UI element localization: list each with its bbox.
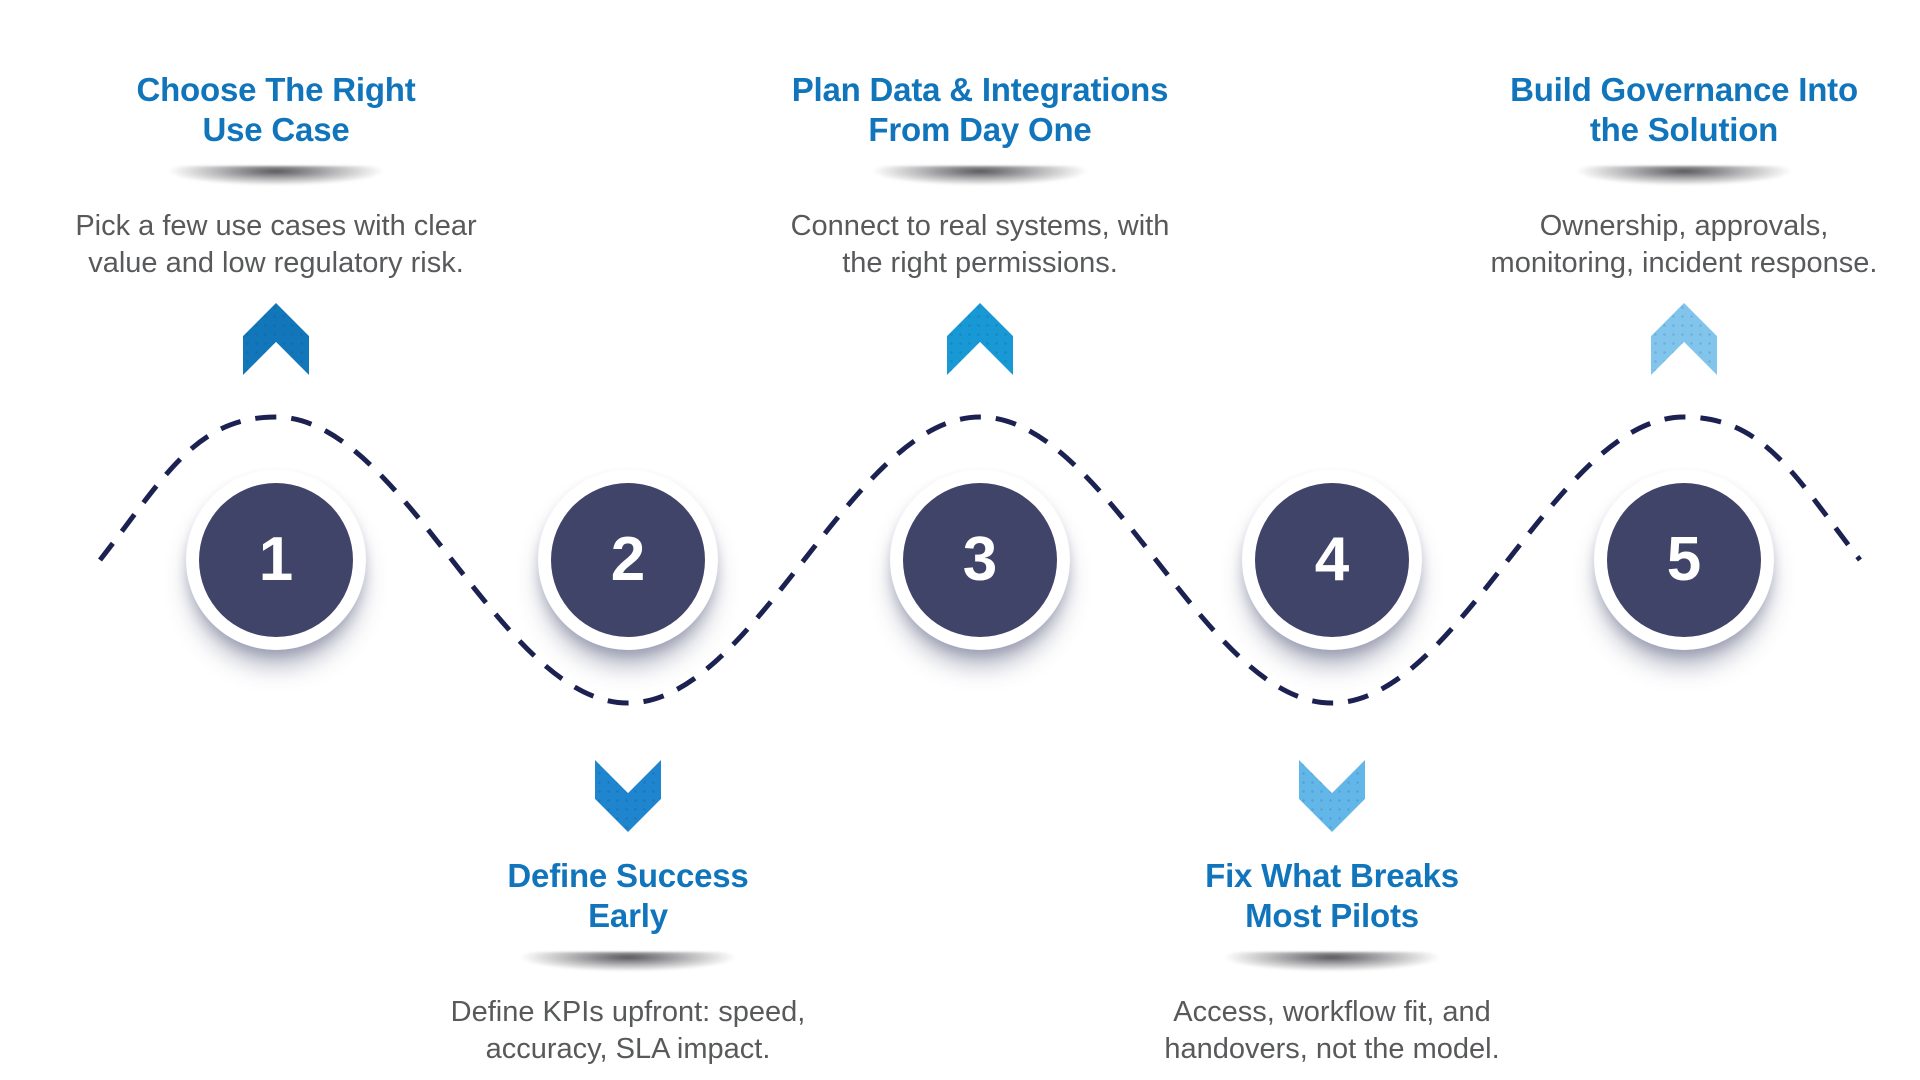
- divider-shadow: [473, 952, 783, 976]
- step-4-number: 4: [1314, 525, 1350, 594]
- step-5-title: Build Governance Into the Solution: [1444, 70, 1920, 150]
- step-4-description: Access, workflow fit, and handovers, not…: [1092, 994, 1572, 1068]
- step-5-desc-line: Ownership, approvals,: [1539, 210, 1829, 242]
- step-3-desc-line: Connect to real systems, with: [790, 210, 1170, 242]
- step-1-title-line: Choose The Right: [136, 71, 416, 108]
- step-5-description: Ownership, approvals, monitoring, incide…: [1444, 208, 1920, 282]
- step-2-number: 2: [610, 525, 646, 594]
- step-5-title-line: the Solution: [1589, 111, 1779, 148]
- step-5-circle: 5: [1594, 470, 1774, 650]
- step-1-circle: 1: [186, 470, 366, 650]
- step-5-circle-inner: 5: [1607, 483, 1761, 637]
- step-1-desc-line: value and low regulatory risk.: [88, 247, 464, 279]
- step-4-circle: 4: [1242, 470, 1422, 650]
- step-5-textblock: Build Governance Into the Solution Owner…: [1444, 70, 1920, 282]
- divider-shadow: [1529, 166, 1839, 190]
- step-5-title-line: Build Governance Into: [1510, 71, 1858, 108]
- step-3-title-line: From Day One: [868, 111, 1092, 148]
- step-5-number: 5: [1666, 525, 1702, 594]
- step-1-title: Choose The Right Use Case: [36, 70, 516, 150]
- step-4-circle-inner: 4: [1255, 483, 1409, 637]
- step-1-description: Pick a few use cases with clear value an…: [36, 208, 516, 282]
- step-3-description: Connect to real systems, with the right …: [740, 208, 1220, 282]
- step-3-title-line: Plan Data & Integrations: [791, 71, 1169, 108]
- step-4-desc-line: Access, workflow fit, and: [1173, 996, 1491, 1028]
- step-3-circle-inner: 3: [903, 483, 1057, 637]
- step-5-desc-line: monitoring, incident response.: [1490, 247, 1878, 279]
- step-4-textblock: Fix What Breaks Most Pilots Access, work…: [1092, 856, 1572, 1068]
- step-2-textblock: Define Success Early Define KPIs upfront…: [388, 856, 868, 1068]
- step-2-desc-line: Define KPIs upfront: speed,: [450, 996, 806, 1028]
- step-3-number: 3: [962, 525, 998, 594]
- step-3-circle: 3: [890, 470, 1070, 650]
- step-1-circle-inner: 1: [199, 483, 353, 637]
- step-1-textblock: Choose The Right Use Case Pick a few use…: [36, 70, 516, 282]
- step-1-number: 1: [258, 525, 294, 594]
- step-3-desc-line: the right permissions.: [842, 247, 1118, 279]
- step-3-title: Plan Data & Integrations From Day One: [740, 70, 1220, 150]
- step-2-title-line: Early: [588, 897, 668, 934]
- step-4-desc-line: handovers, not the model.: [1164, 1033, 1500, 1065]
- divider-shadow: [1177, 952, 1487, 976]
- step-1-title-line: Use Case: [202, 111, 350, 148]
- step-2-circle: 2: [538, 470, 718, 650]
- step-2-desc-line: accuracy, SLA impact.: [485, 1033, 771, 1065]
- step-1-desc-line: Pick a few use cases with clear: [75, 210, 477, 242]
- step-2-description: Define KPIs upfront: speed, accuracy, SL…: [388, 994, 868, 1068]
- step-3-textblock: Plan Data & Integrations From Day One Co…: [740, 70, 1220, 282]
- step-4-title-line: Fix What Breaks: [1205, 857, 1459, 894]
- divider-shadow: [121, 166, 431, 190]
- divider-shadow: [825, 166, 1135, 190]
- step-2-title-line: Define Success: [507, 857, 749, 894]
- step-2-title: Define Success Early: [388, 856, 868, 936]
- step-2-circle-inner: 2: [551, 483, 705, 637]
- step-4-title-line: Most Pilots: [1245, 897, 1419, 934]
- step-4-title: Fix What Breaks Most Pilots: [1092, 856, 1572, 936]
